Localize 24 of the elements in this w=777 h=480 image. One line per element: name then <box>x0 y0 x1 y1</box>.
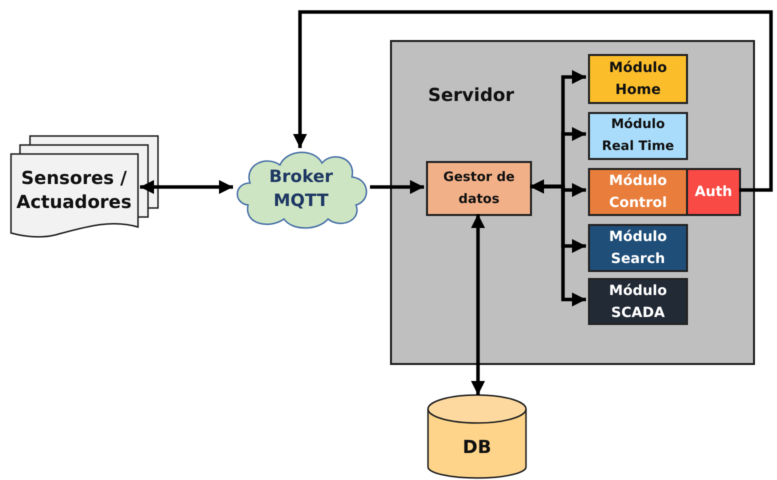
box-label: Gestor de datos <box>442 168 516 208</box>
module-box <box>588 168 688 216</box>
module-box <box>588 278 688 325</box>
arrow <box>140 180 233 194</box>
process-box <box>426 161 532 216</box>
box-label: Módulo Real Time <box>600 116 676 156</box>
box-label: Módulo Home <box>608 59 668 100</box>
module-box <box>588 112 688 160</box>
module-box <box>588 54 688 104</box>
container-title: Servidor <box>428 84 514 107</box>
box-label: Módulo SCADA <box>608 282 668 322</box>
box-label: Auth <box>694 183 734 202</box>
document-label: Sensores / Actuadores <box>15 167 133 215</box>
box-label: Módulo Search <box>608 228 668 269</box>
database-label: DB <box>462 436 492 460</box>
cloud-label: Broker MQTT <box>268 166 334 213</box>
arrow <box>530 180 586 306</box>
server-container <box>390 40 755 365</box>
module-box <box>686 168 741 216</box>
box-label: Módulo Control <box>608 172 668 213</box>
arrow <box>471 214 485 395</box>
module-box <box>588 224 688 272</box>
arrow <box>370 180 424 194</box>
arrow <box>293 10 773 192</box>
